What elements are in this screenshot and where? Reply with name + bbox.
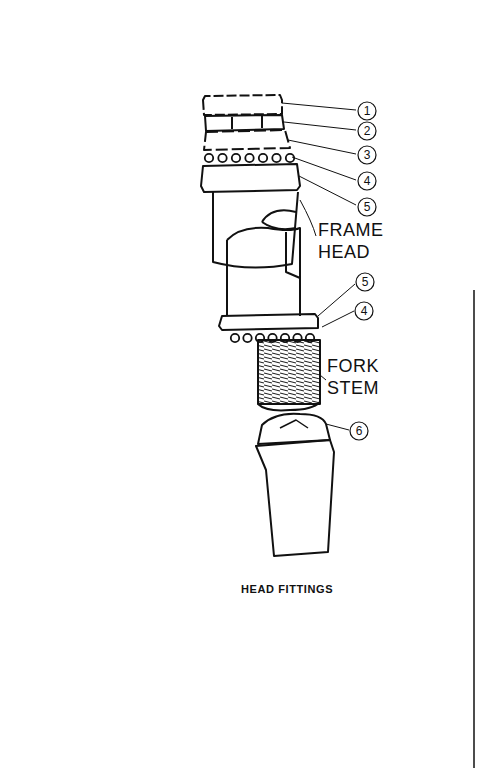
ball-bearing	[272, 154, 280, 162]
callout-number: 4	[356, 303, 372, 319]
ball-bearing	[232, 154, 240, 162]
part-name: FORK STEM	[327, 356, 411, 399]
ball-bearing	[205, 154, 213, 162]
ball-bearing	[281, 334, 289, 342]
callout-circle	[358, 146, 376, 164]
callout-circle	[356, 273, 374, 291]
callout-circle	[358, 172, 376, 190]
callout-circle	[358, 122, 376, 140]
callout-number: 6	[351, 423, 367, 439]
callout-number: 5	[359, 199, 375, 215]
callout-circle	[358, 198, 376, 216]
ball-bearing	[286, 154, 294, 162]
callout-number: 5	[357, 274, 373, 290]
figure-caption: HEAD FITTINGS	[241, 583, 333, 596]
ball-bearing	[306, 334, 314, 342]
callout-circle	[358, 102, 376, 120]
ball-bearing	[243, 334, 251, 342]
ball-bearing	[231, 334, 239, 342]
callout-circle	[350, 422, 368, 440]
ball-bearing	[218, 154, 226, 162]
callout-number: 4	[359, 173, 375, 189]
callout-number: 2	[359, 123, 375, 139]
part-name: FRAME HEAD	[318, 220, 402, 263]
ball-bearing	[293, 334, 301, 342]
ball-bearing	[259, 154, 267, 162]
callout-circle	[355, 302, 373, 320]
ball-bearing	[268, 334, 276, 342]
callout-number: 3	[359, 147, 375, 163]
ball-bearing	[256, 334, 264, 342]
callout-number: 1	[359, 103, 375, 119]
ball-bearing	[245, 154, 253, 162]
